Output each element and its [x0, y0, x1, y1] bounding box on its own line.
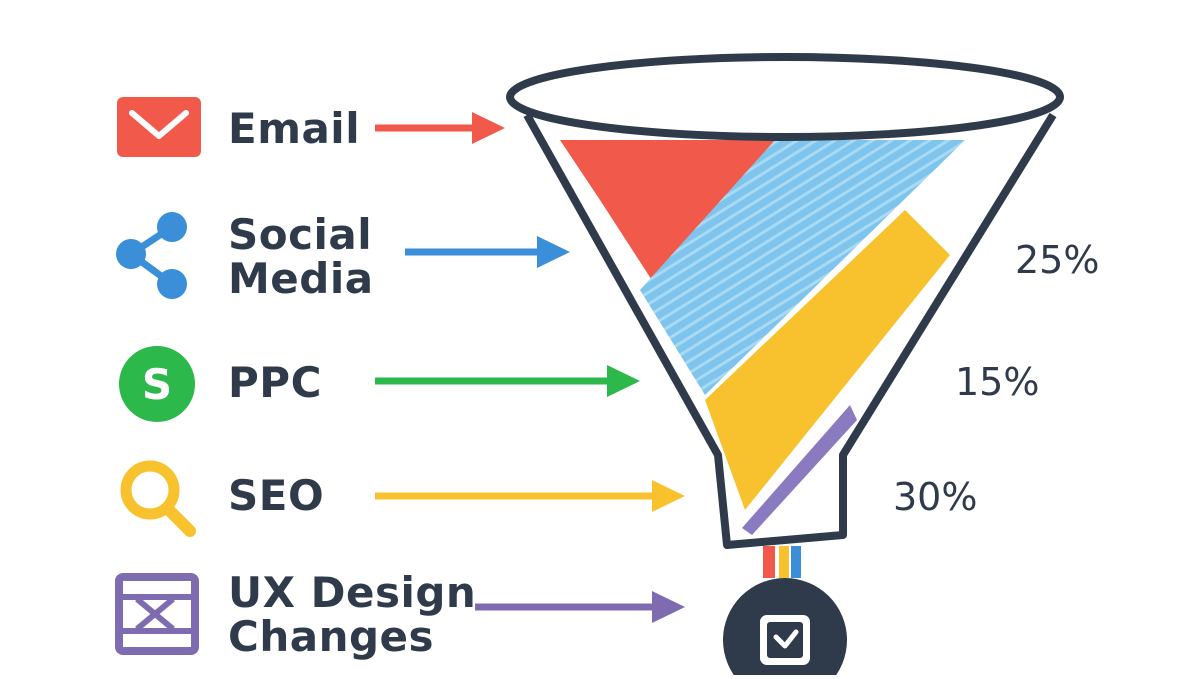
channel-label-social-media: Social Media: [228, 213, 374, 301]
funnel-band-ux-design: [742, 405, 857, 535]
layout-icon: [115, 573, 199, 655]
channel-label-ux-design: UX Design Changes: [228, 571, 476, 659]
channel-label-line: PPC: [228, 358, 322, 407]
funnel-output-stripes: [763, 546, 801, 578]
funnel-outline: [506, 53, 1064, 549]
funnel-band-social-media: [640, 140, 965, 395]
funnel-output-node: [723, 578, 847, 679]
funnel-bands: [560, 140, 965, 535]
channel-label-ppc: PPC: [228, 361, 322, 405]
funnel-band-seo: [705, 210, 950, 510]
percent-label: 25%: [1015, 238, 1100, 282]
channel-label-line: Social: [228, 210, 373, 259]
channel-label-line: Media: [228, 254, 374, 303]
arrow-seo: [375, 480, 685, 512]
envelope-icon: [117, 97, 201, 157]
svg-text:S: S: [142, 360, 172, 409]
search-icon: [120, 460, 196, 537]
channel-label-line: SEO: [228, 471, 325, 520]
channel-arrows: [375, 112, 685, 623]
checkbox-icon: [760, 615, 810, 665]
arrow-email: [375, 112, 505, 144]
channel-label-seo: SEO: [228, 474, 324, 518]
funnel-band-email: [560, 140, 775, 285]
share-icon: [116, 212, 187, 299]
percent-label: 30%: [893, 475, 978, 519]
channel-label-line: Changes: [228, 612, 435, 661]
arrow-social-media: [405, 236, 570, 268]
channel-label-line: Email: [228, 104, 361, 153]
percent-label: 15%: [955, 360, 1040, 404]
dollar-icon: S: [119, 346, 195, 422]
channel-label-line: UX Design: [228, 568, 477, 617]
channel-label-email: Email: [228, 107, 360, 151]
arrow-ux-design: [475, 591, 685, 623]
arrow-ppc: [375, 365, 640, 397]
